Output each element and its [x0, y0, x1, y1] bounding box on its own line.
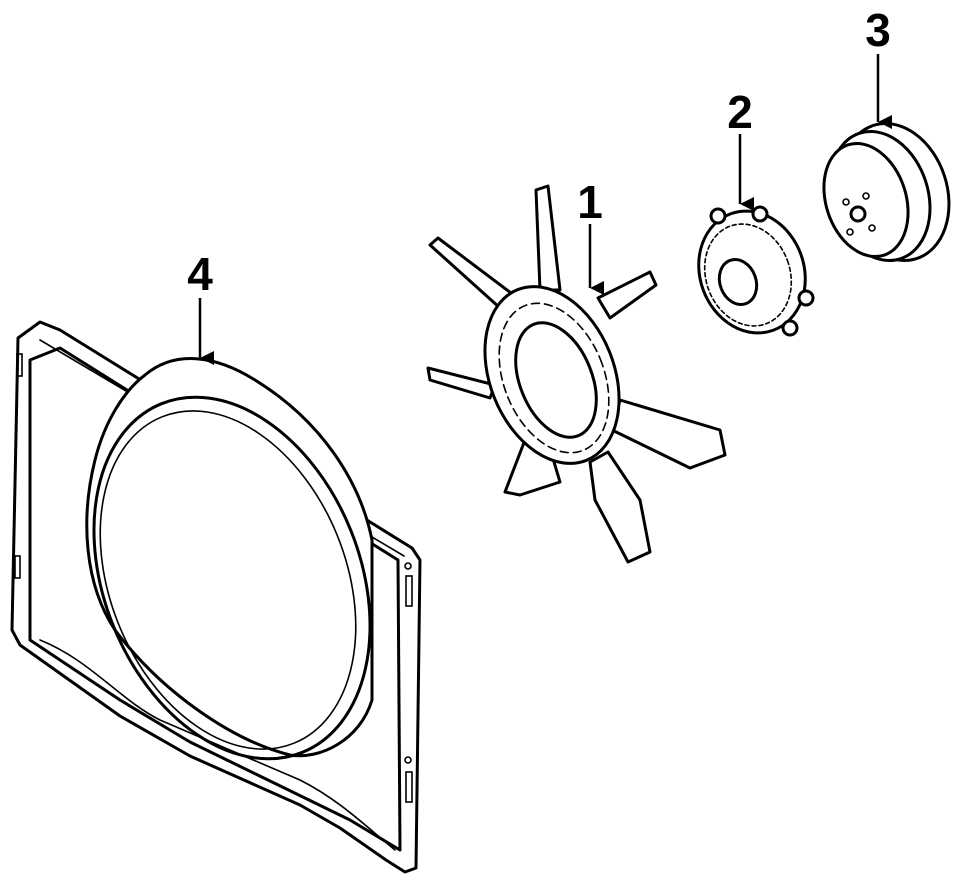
pulley: [822, 122, 951, 262]
callout-3: 3: [865, 4, 892, 129]
fan-shroud: [10, 320, 422, 874]
fan-clutch: [697, 205, 815, 337]
callout-4: 4: [187, 248, 214, 365]
callout-label-1: 1: [577, 176, 603, 228]
callout-label-3: 3: [865, 4, 891, 56]
callout-label-4: 4: [187, 248, 213, 300]
callout-label-2: 2: [727, 86, 753, 138]
fan-blade: [426, 184, 727, 564]
callout-2: 2: [727, 86, 754, 211]
callout-1: 1: [577, 176, 604, 295]
